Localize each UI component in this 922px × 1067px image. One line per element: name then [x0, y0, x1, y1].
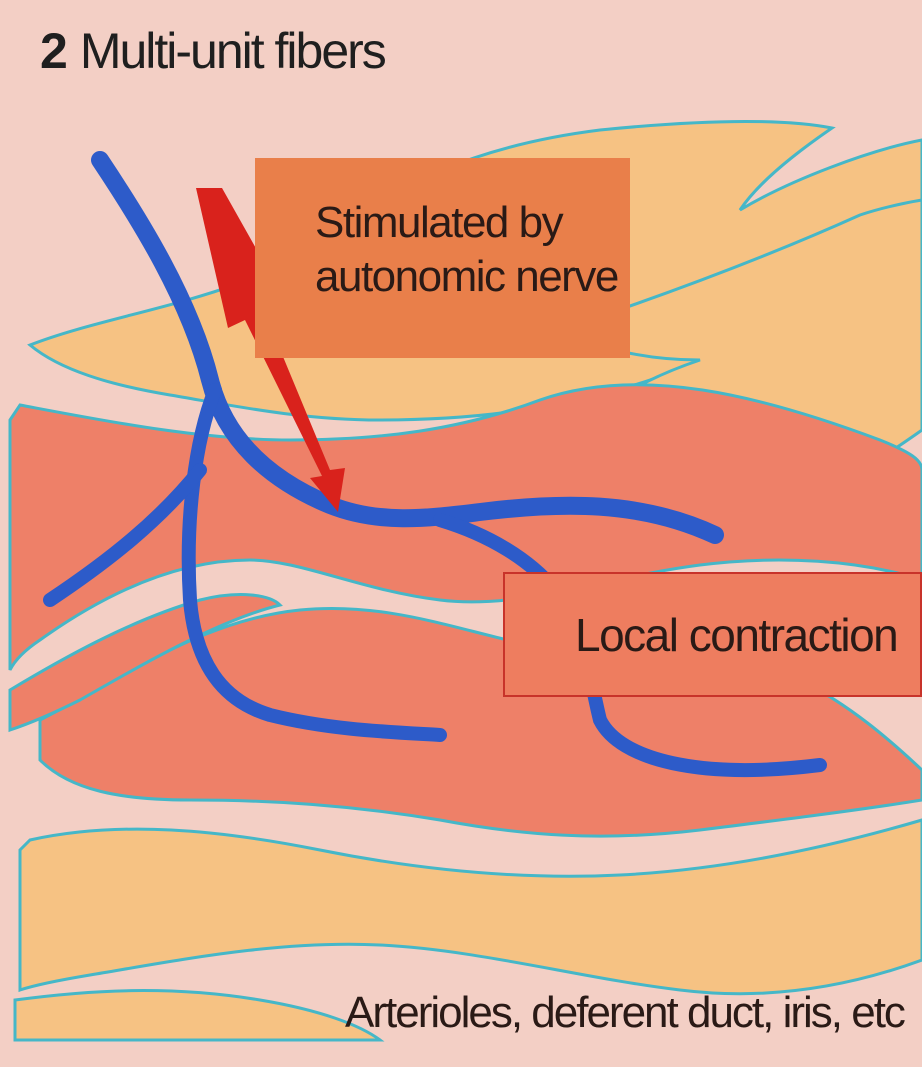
response-label: Local contraction	[575, 608, 920, 662]
response-label-box: Local contraction	[503, 572, 922, 697]
examples-caption: Arterioles, deferent duct, iris, etc	[345, 988, 904, 1038]
figure-title-text: Multi-unit fibers	[80, 23, 385, 79]
stimulus-label-box: Stimulated by autonomic nerve	[255, 158, 630, 358]
stimulus-label-line2: autonomic nerve	[315, 250, 630, 304]
stimulus-label-line1: Stimulated by	[315, 196, 630, 250]
figure-number: 2	[40, 23, 66, 79]
